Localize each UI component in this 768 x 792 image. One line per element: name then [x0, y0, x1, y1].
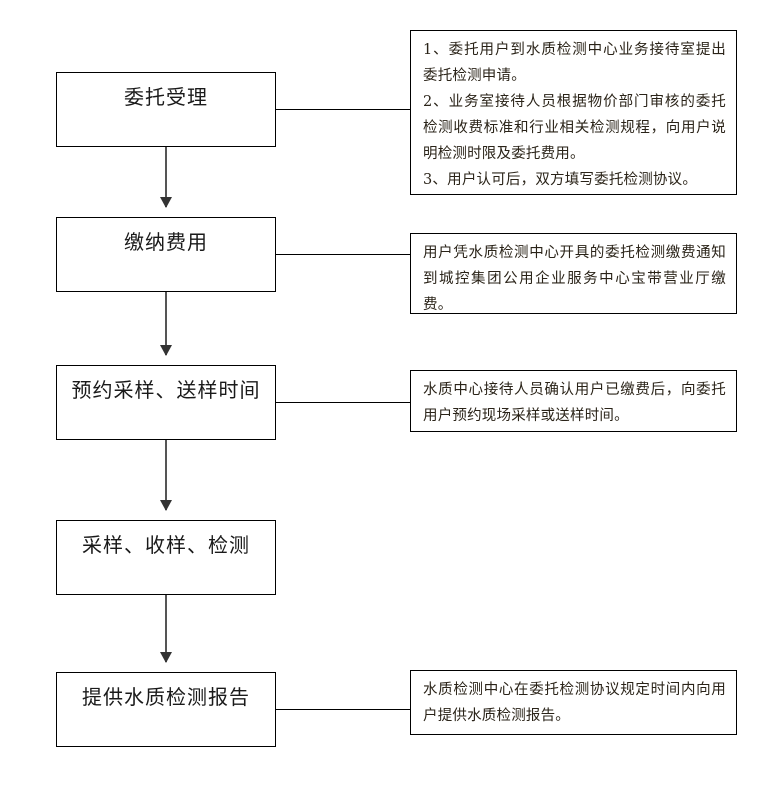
process-label-step-5: 提供水质检测报告 [82, 685, 250, 709]
process-box-step-3[interactable]: 预约采样、送样时间 [56, 365, 276, 440]
description-text-step-5: 水质检测中心在委托检测协议规定时间内向用户提供水质检测报告。 [423, 682, 726, 724]
process-box-step-1[interactable]: 委托受理 [56, 72, 276, 147]
process-label-step-4: 采样、收样、检测 [82, 533, 250, 557]
arrow-step-3-to-step-4 [165, 440, 168, 510]
description-text-step-3: 水质中心接待人员确认用户已缴费后，向委托用户预约现场采样或送样时间。 [423, 382, 726, 424]
process-box-step-4[interactable]: 采样、收样、检测 [56, 520, 276, 595]
connector-step-5-to-description [276, 709, 410, 711]
connector-step-2-to-description [276, 254, 410, 256]
description-text-step-2: 用户凭水质检测中心开具的委托检测缴费通知到城控集团公用企业服务中心宝带营业厅缴费… [423, 245, 726, 313]
description-box-step-3: 水质中心接待人员确认用户已缴费后，向委托用户预约现场采样或送样时间。 [410, 370, 737, 432]
process-box-step-2[interactable]: 缴纳费用 [56, 217, 276, 292]
description-text-step-1: 1、委托用户到水质检测中心业务接待室提出委托检测申请。 2、业务室接待人员根据物… [423, 42, 726, 188]
arrow-step-1-to-step-2 [165, 147, 168, 207]
arrow-step-2-to-step-3 [165, 292, 168, 355]
description-box-step-5: 水质检测中心在委托检测协议规定时间内向用户提供水质检测报告。 [410, 670, 737, 735]
description-box-step-1: 1、委托用户到水质检测中心业务接待室提出委托检测申请。 2、业务室接待人员根据物… [410, 30, 737, 195]
process-box-step-5[interactable]: 提供水质检测报告 [56, 672, 276, 747]
process-label-step-3: 预约采样、送样时间 [71, 378, 261, 402]
connector-step-3-to-description [276, 402, 410, 404]
connector-step-1-to-description [276, 109, 410, 111]
arrow-step-4-to-step-5 [165, 595, 168, 662]
process-label-step-2: 缴纳费用 [124, 230, 208, 254]
process-label-step-1: 委托受理 [124, 85, 208, 109]
description-box-step-2: 用户凭水质检测中心开具的委托检测缴费通知到城控集团公用企业服务中心宝带营业厅缴费… [410, 233, 737, 314]
